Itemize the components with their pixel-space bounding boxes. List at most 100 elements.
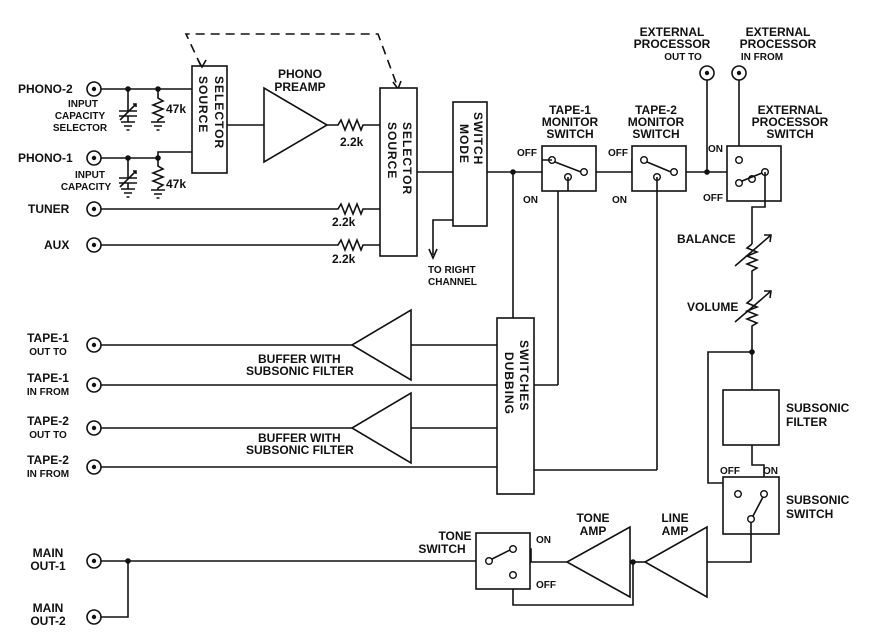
buffer2-label-2: SUBSONIC FILTER bbox=[246, 443, 354, 457]
tape1-monitor-label-2: MONITOR bbox=[542, 115, 599, 129]
phono2-47k-label: 47k bbox=[166, 102, 186, 116]
ext-out-label-2: PROCESSOR bbox=[634, 37, 711, 51]
subsonic-switch-label-1: SUBSONIC bbox=[786, 493, 850, 507]
tone-switch-label-1: TONE bbox=[438, 529, 471, 543]
tape2-monitor-label-1: TAPE-2 bbox=[635, 103, 677, 117]
line-amp-label-2: AMP bbox=[662, 524, 689, 538]
buffer1-label-1: BUFFER WITH bbox=[258, 352, 341, 366]
to-right-channel-wire bbox=[432, 219, 453, 255]
ext-out-label-3: OUT TO bbox=[664, 52, 702, 63]
buffer2-triangle bbox=[350, 391, 412, 465]
subsonic-to-lineamp-wire bbox=[707, 522, 752, 563]
phono-selector-word-2: SELECTOR bbox=[212, 76, 226, 149]
tape1-out-jack bbox=[86, 337, 102, 353]
ext-switch-blade bbox=[741, 172, 763, 182]
tape2-monitor-switch-box bbox=[631, 145, 687, 192]
tone-amp-triangle bbox=[565, 525, 631, 599]
phono-selector-word-1: SOURCE bbox=[196, 76, 210, 133]
ext-out-jack bbox=[699, 65, 715, 81]
phono2-jack bbox=[86, 81, 102, 97]
dubbing-switches-box bbox=[496, 317, 535, 495]
mode-switch-word-1: MODE bbox=[457, 124, 471, 164]
mode-switch-word-2: SWITCH bbox=[471, 112, 485, 165]
tuner-wire bbox=[101, 201, 380, 217]
phono1-wiring bbox=[101, 151, 192, 199]
tone-bypass-wire bbox=[512, 562, 634, 606]
aux-label: AUX bbox=[44, 238, 69, 252]
main-out2-label-2: OUT-2 bbox=[30, 614, 66, 628]
ext-in-label-3: IN FROM bbox=[741, 52, 783, 63]
ext-switch-label-3: SWITCH bbox=[766, 127, 813, 141]
phono-preamp-triangle bbox=[263, 86, 329, 164]
line-amp-triangle bbox=[643, 525, 708, 599]
tape1-in-jack bbox=[86, 377, 102, 393]
tone-switch-on: ON bbox=[536, 535, 551, 546]
tape2-monitor-label-3: SWITCH bbox=[632, 127, 679, 141]
tone-switch-blade bbox=[491, 549, 511, 560]
main-out1-label-1: MAIN bbox=[33, 546, 64, 560]
tuner-jack bbox=[86, 201, 102, 217]
input-capacity-selector-label-1: INPUT bbox=[68, 99, 98, 110]
subsonic-switch-off: OFF bbox=[720, 466, 740, 477]
to-right-channel-label-1: TO RIGHT bbox=[428, 265, 476, 276]
balance-label: BALANCE bbox=[677, 232, 736, 246]
subsonic-switch-blade bbox=[752, 496, 764, 517]
aux-resistor-label: 2.2k bbox=[332, 252, 356, 266]
tape1-monitor-label-3: SWITCH bbox=[546, 127, 593, 141]
phono-preamp-label-2: PREAMP bbox=[274, 80, 325, 94]
volume-pot bbox=[744, 298, 760, 352]
phono2-wiring bbox=[101, 86, 192, 131]
volume-label: VOLUME bbox=[687, 300, 738, 314]
input-capacity-selector-label-2: CAPACITY bbox=[55, 111, 106, 122]
dubbing-word-2: SWITCHES bbox=[517, 340, 531, 411]
tape1-in-label-1: TAPE-1 bbox=[27, 371, 69, 385]
phono-source-selector-box bbox=[191, 65, 228, 174]
input-capacity-label-2: CAPACITY bbox=[61, 182, 112, 193]
balance-pot bbox=[744, 243, 760, 299]
balance-pot-arrow bbox=[734, 234, 772, 267]
subsonic-filter-box bbox=[722, 389, 780, 446]
filter-to-switch-wire bbox=[751, 445, 765, 483]
tape2-switch-blade bbox=[646, 161, 672, 173]
ext-in-jack bbox=[731, 65, 747, 81]
tape2-out-jack bbox=[86, 420, 102, 436]
tone-amp-label-1: TONE bbox=[576, 511, 609, 525]
mode-switch-box bbox=[452, 101, 488, 227]
gang-arrow-a bbox=[197, 59, 207, 69]
to-right-channel-arrow bbox=[428, 248, 438, 260]
ext-in-label-2: PROCESSOR bbox=[740, 37, 817, 51]
tape2-monitor-label-2: MONITOR bbox=[628, 115, 685, 129]
phono1-label: PHONO-1 bbox=[18, 151, 73, 165]
tape2-in-label-1: TAPE-2 bbox=[27, 453, 69, 467]
tape1-monitor-switch-box bbox=[541, 145, 597, 192]
tape1-out-label-1: TAPE-1 bbox=[27, 331, 69, 345]
preamp-output-resistor bbox=[327, 117, 380, 133]
subsonic-switch-on: ON bbox=[763, 466, 778, 477]
tuner-label: TUNER bbox=[28, 202, 70, 216]
subsonic-filter-label-2: FILTER bbox=[786, 415, 827, 429]
subsonic-switch-label-2: SWITCH bbox=[786, 507, 833, 521]
tape2-out-label-2: OUT TO bbox=[29, 430, 67, 441]
dubbing-word-1: DUBBING bbox=[502, 352, 516, 415]
buffer2-label-1: BUFFER WITH bbox=[258, 431, 341, 445]
tape2-in-label-2: IN FROM bbox=[27, 469, 69, 480]
input-capacity-selector-label-3: SELECTOR bbox=[53, 123, 108, 134]
tape1-switch-leads bbox=[542, 159, 569, 191]
tape2-in-jack bbox=[86, 459, 102, 475]
preamp-resistor-label: 2.2k bbox=[340, 135, 364, 149]
source-selector-word-1: SOURCE bbox=[385, 122, 399, 179]
input-capacity-label-1: INPUT bbox=[75, 170, 105, 181]
volume-pot-arrow bbox=[734, 290, 772, 323]
aux-wire bbox=[101, 237, 380, 253]
tape2-out-label-1: TAPE-2 bbox=[27, 414, 69, 428]
line-amp-label-1: LINE bbox=[661, 511, 688, 525]
ext-switch-label-1: EXTERNAL bbox=[758, 103, 823, 117]
source-selector-box bbox=[379, 87, 418, 257]
phono1-47k-label: 47k bbox=[166, 177, 186, 191]
ext-in-label-1: EXTERNAL bbox=[746, 25, 811, 39]
buffer1-triangle bbox=[350, 308, 412, 382]
main-out1-jack bbox=[86, 553, 102, 569]
tone-switch-box bbox=[475, 532, 531, 590]
ext-switch-on: ON bbox=[708, 144, 723, 155]
